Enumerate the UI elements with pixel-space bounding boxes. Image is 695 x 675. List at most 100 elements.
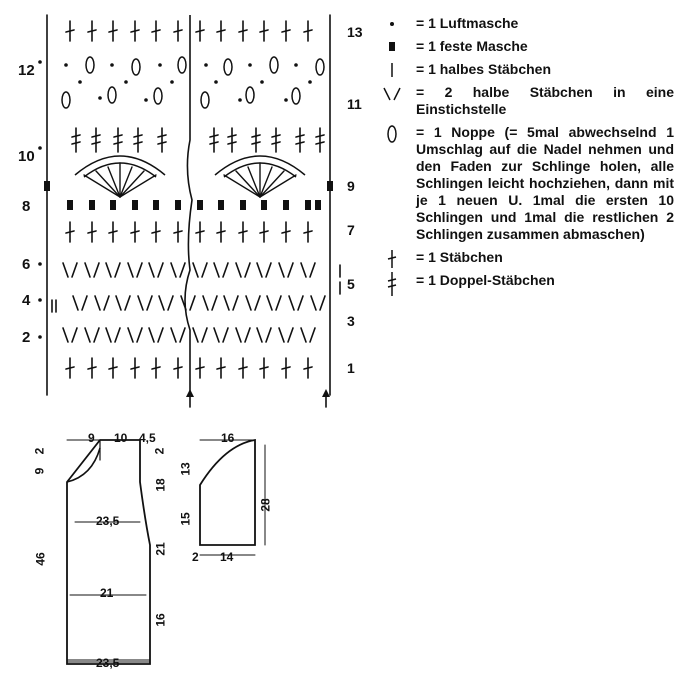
treble-crochet-bar — [315, 134, 325, 138]
double-crochet-bar — [216, 230, 226, 234]
double-crochet-bar — [151, 366, 161, 370]
half-double-pair-mark — [179, 262, 186, 278]
half-double-pair-mark — [148, 262, 155, 278]
half-double-pair-mark — [244, 262, 251, 278]
double-crochet-bar — [259, 230, 269, 234]
sleeve-dim-bottom: 14 — [220, 550, 234, 564]
single-crochet-mark — [44, 181, 50, 191]
double-crochet-bar — [195, 230, 205, 234]
treble-crochet-bar — [315, 141, 325, 145]
double-crochet-bar — [151, 29, 161, 33]
chain-dot — [284, 98, 288, 102]
chain-dot — [260, 80, 264, 84]
treble-crochet-icon — [387, 272, 397, 296]
treble-crochet-bar — [227, 141, 237, 145]
double-crochet-bar — [281, 366, 291, 370]
treble-crochet-bar — [295, 141, 305, 145]
legend-label: = 1 Doppel-Stäbchen — [416, 272, 555, 288]
half-double-pair-mark — [84, 327, 91, 343]
chain-dot — [38, 146, 42, 150]
row-number-right: 13 — [347, 24, 363, 40]
half-double-pair-mark — [127, 262, 134, 278]
half-double-pair-mark — [287, 262, 294, 278]
double-crochet-bar — [108, 366, 118, 370]
half-double-icon — [391, 63, 393, 77]
sleeve-dim-bottom-left: 2 — [192, 550, 199, 564]
body-dim-right-mid: 21 — [153, 542, 168, 556]
row-number-left: 2 — [22, 329, 31, 346]
bobble-mark — [153, 87, 163, 105]
chain-dot — [38, 262, 42, 266]
single-crochet-mark — [261, 200, 267, 210]
treble-crochet-bar — [209, 141, 219, 145]
double-crochet-bar — [238, 366, 248, 370]
direction-arrow-head — [186, 389, 194, 397]
double-crochet-bar — [216, 366, 226, 370]
legend-item-single-crochet: = 1 feste Masche — [382, 38, 674, 55]
half-double-pair-mark — [256, 262, 263, 278]
fan-ray — [259, 166, 273, 198]
sleeve-dim-left-upper: 13 — [178, 462, 193, 476]
body-dim-top-right: 4,5 — [139, 431, 156, 445]
double-crochet-bar — [65, 230, 75, 234]
half-double-pair-mark — [278, 262, 285, 278]
half-double-pair-mark — [256, 327, 263, 343]
half-double-pair-mark — [136, 262, 143, 278]
body-outline — [66, 439, 151, 665]
half-double-pair-mark — [179, 327, 186, 343]
half-double-pair-mark — [265, 262, 272, 278]
half-double-pair-mark — [254, 295, 261, 311]
chain-dot — [124, 80, 128, 84]
row-number-right: 5 — [347, 276, 355, 292]
single-crochet-mark — [175, 200, 181, 210]
chain-dot — [170, 80, 174, 84]
double-crochet-bar — [238, 230, 248, 234]
half-double-pair-mark — [136, 327, 143, 343]
double-crochet-bar — [108, 29, 118, 33]
treble-crochet-bar — [271, 141, 281, 145]
fan-arc — [214, 155, 306, 176]
treble-crochet-bar — [209, 134, 219, 138]
treble-crochet-bar — [133, 141, 143, 145]
treble-crochet-bar — [133, 134, 143, 138]
single-crochet-mark — [197, 200, 203, 210]
single-crochet-icon — [389, 42, 395, 51]
half-double-pair-mark — [105, 327, 112, 343]
body-neck-curve — [66, 447, 101, 483]
legend-label: = 2 halbe Stäbchen in eine Einstichstell… — [416, 84, 674, 117]
treble-crochet-bar — [251, 134, 261, 138]
half-double-pair-mark — [137, 295, 144, 311]
treble-crochet-bar — [71, 134, 81, 138]
half-double-pair-mark — [213, 327, 220, 343]
treble-crochet-bar — [113, 141, 123, 145]
chain-dot — [64, 63, 68, 67]
half-double-pair-mark — [235, 327, 242, 343]
half-double-pair-mark — [81, 295, 88, 311]
half-double-pair-mark — [84, 262, 91, 278]
fan-ray — [119, 166, 133, 198]
legend-item-treble-crochet: = 1 Doppel-Stäbchen — [382, 272, 674, 296]
half-double-pair-mark — [114, 262, 121, 278]
bobble-icon — [387, 125, 397, 143]
bobble-mark — [200, 91, 210, 109]
double-crochet-bar — [195, 29, 205, 33]
treble-crochet-bar — [91, 134, 101, 138]
double-crochet-bar — [173, 230, 183, 234]
legend-item-chain: = 1 Luftmasche — [382, 15, 674, 32]
double-crochet-bar — [65, 366, 75, 370]
row-number-right: 7 — [347, 222, 355, 238]
chain-dot — [38, 60, 42, 64]
bobble-mark — [291, 87, 301, 105]
half-double-pair-mark — [244, 327, 251, 343]
chain-dot — [294, 63, 298, 67]
half-double-pair-mark — [71, 327, 78, 343]
double-crochet-bar — [281, 29, 291, 33]
treble-crochet-bar — [251, 141, 261, 145]
chain-dot — [214, 80, 218, 84]
treble-crochet-bar — [157, 134, 167, 138]
sleeve-outline — [199, 438, 256, 546]
double-crochet-bar — [87, 366, 97, 370]
fan-ray — [119, 174, 157, 198]
half-double-pair-mark — [72, 295, 79, 311]
